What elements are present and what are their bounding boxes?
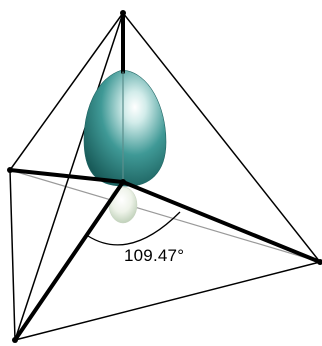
tetrahedron-outline (9, 12, 321, 341)
tetrahedron-vertices (7, 10, 322, 343)
bond-angle-arc (87, 211, 181, 246)
bond-angle-label: 109.47° (124, 246, 185, 265)
central-bonds (8, 11, 322, 342)
orbital-main-lobe (83, 69, 167, 187)
orbital-small-lobe (108, 186, 138, 224)
tetrahedron-hidden-edge (9, 169, 321, 263)
